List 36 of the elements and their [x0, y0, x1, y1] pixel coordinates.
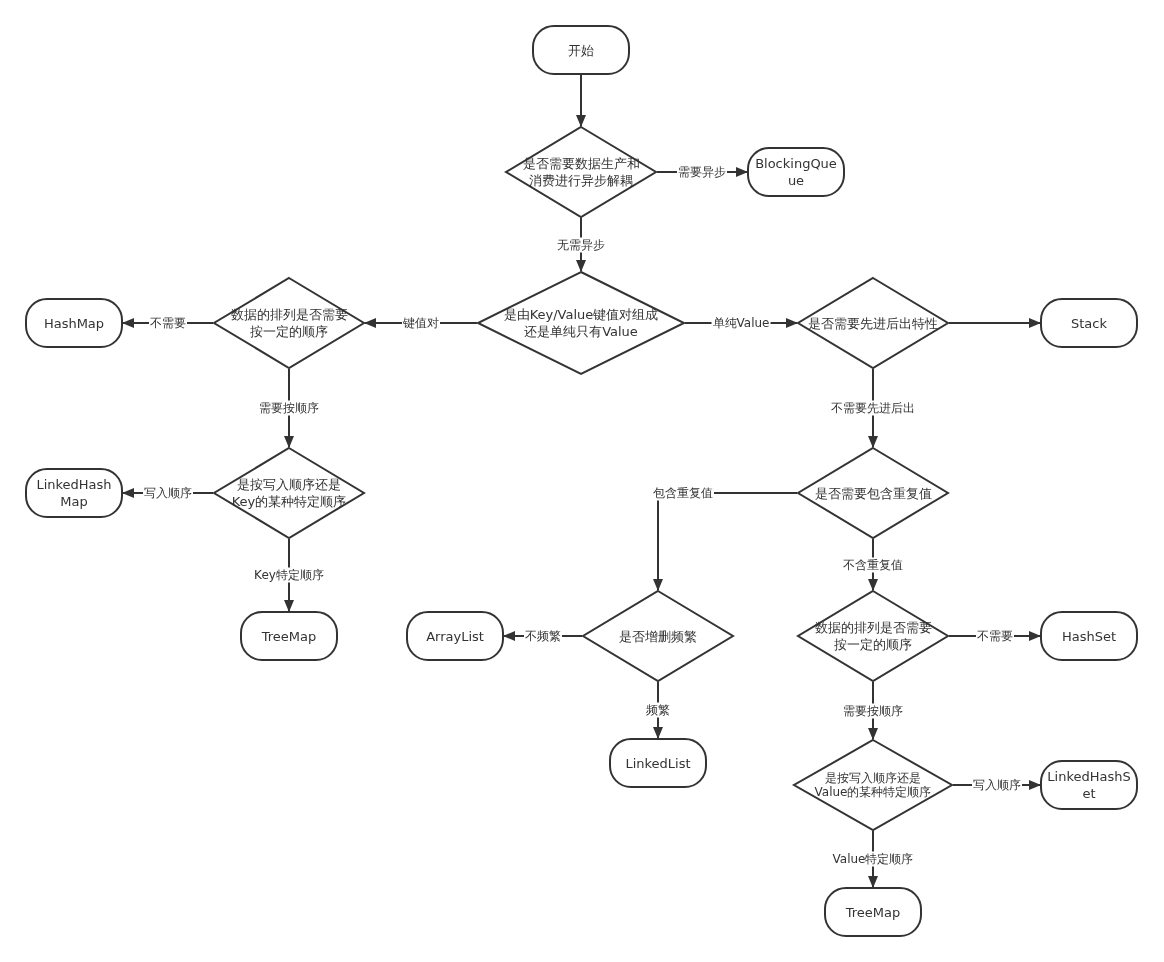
edge-label: 频繁	[645, 702, 671, 718]
edge-label: 键值对	[402, 315, 440, 331]
edge-label: 包含重复值	[652, 485, 714, 501]
decision-diamond: 是否需要包含重复值	[797, 447, 949, 539]
arrow	[948, 318, 1041, 328]
decision-diamond: 是按写入顺序还是Key的某种特定顺序	[213, 447, 365, 539]
edge-label: 无需异步	[556, 237, 606, 252]
rounded-box: TreeMap	[824, 887, 922, 937]
rounded-box: TreeMap	[240, 611, 338, 661]
rounded-box: LinkedHashSet	[1040, 760, 1138, 810]
edge-label: 写入顺序	[143, 485, 193, 501]
rounded-box: LinkedList	[609, 738, 707, 788]
rounded-box: Stack	[1040, 298, 1138, 348]
rounded-box: ArrayList	[406, 611, 504, 661]
decision-diamond: 是按写入顺序还是Value的某种特定顺序	[793, 739, 953, 831]
edge-label: 不频繁	[524, 628, 562, 644]
arrow	[576, 74, 586, 127]
decision-diamond: 是由Key/Value键值对组成还是单纯只有Value	[477, 271, 685, 375]
edge-label: 不含重复值	[842, 557, 904, 572]
rounded-box: HashSet	[1040, 611, 1138, 661]
rounded-box: HashMap	[25, 298, 123, 348]
edge-label: Key特定顺序	[253, 567, 325, 583]
edge-label: 需要按顺序	[258, 400, 320, 416]
edge-label: 写入顺序	[971, 777, 1022, 793]
rounded-box: BlockingQueue	[747, 147, 845, 197]
edge-label: 不需要	[975, 628, 1014, 644]
decision-diamond: 是否增删频繁	[582, 590, 734, 682]
rounded-box: 开始	[532, 25, 630, 75]
edge-label: 需要按顺序	[842, 703, 904, 718]
edge-label: 单纯Value	[711, 315, 771, 331]
rounded-box: LinkedHashMap	[25, 468, 123, 518]
decision-diamond: 是否需要先进后出特性	[797, 277, 949, 369]
edge-label: Value特定顺序	[831, 851, 915, 867]
edge-label: 不需要先进后出	[830, 400, 916, 416]
edge-label: 需要异步	[677, 164, 727, 180]
edge-label: 不需要	[149, 315, 187, 331]
